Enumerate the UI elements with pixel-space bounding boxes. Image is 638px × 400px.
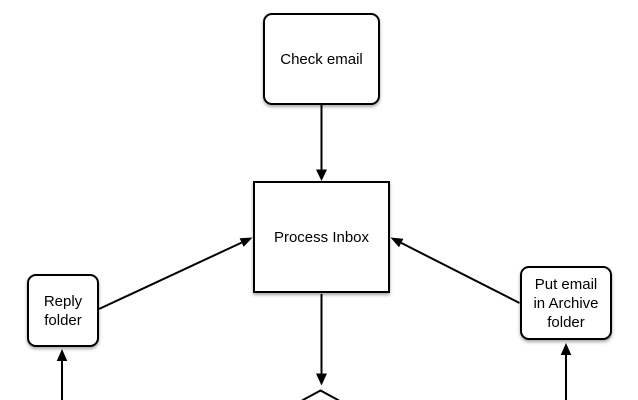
arrowhead-up-icon <box>560 343 572 355</box>
arrowhead-left-icon <box>390 237 404 248</box>
edge-bottom-to-archive-folder <box>560 343 572 400</box>
node-decision-diamond[interactable] <box>301 389 340 400</box>
arrowhead-right-icon <box>239 237 253 247</box>
node-archive-folder-label: Put email in Archive folder <box>533 275 599 331</box>
node-reply-folder[interactable]: Reply folder <box>27 274 99 347</box>
node-reply-folder-label: Reply folder <box>43 292 83 329</box>
edge-reply-folder-to-process-inbox <box>98 237 253 310</box>
node-process-inbox-label: Process Inbox <box>273 228 370 246</box>
node-check-email-label: Check email <box>280 50 363 68</box>
edge-check-email-to-process-inbox <box>316 105 327 181</box>
arrowhead-down-icon <box>316 169 327 181</box>
arrowhead-down-icon <box>316 373 327 386</box>
arrowhead-up-icon <box>56 349 68 361</box>
edge-bottom-to-reply-folder <box>56 349 68 400</box>
node-process-inbox[interactable]: Process Inbox <box>253 181 390 293</box>
node-archive-folder[interactable]: Put email in Archive folder <box>520 266 612 340</box>
edge-process-inbox-to-decision <box>316 294 327 386</box>
edge-archive-folder-to-process-inbox <box>390 237 520 304</box>
node-check-email[interactable]: Check email <box>263 13 380 105</box>
